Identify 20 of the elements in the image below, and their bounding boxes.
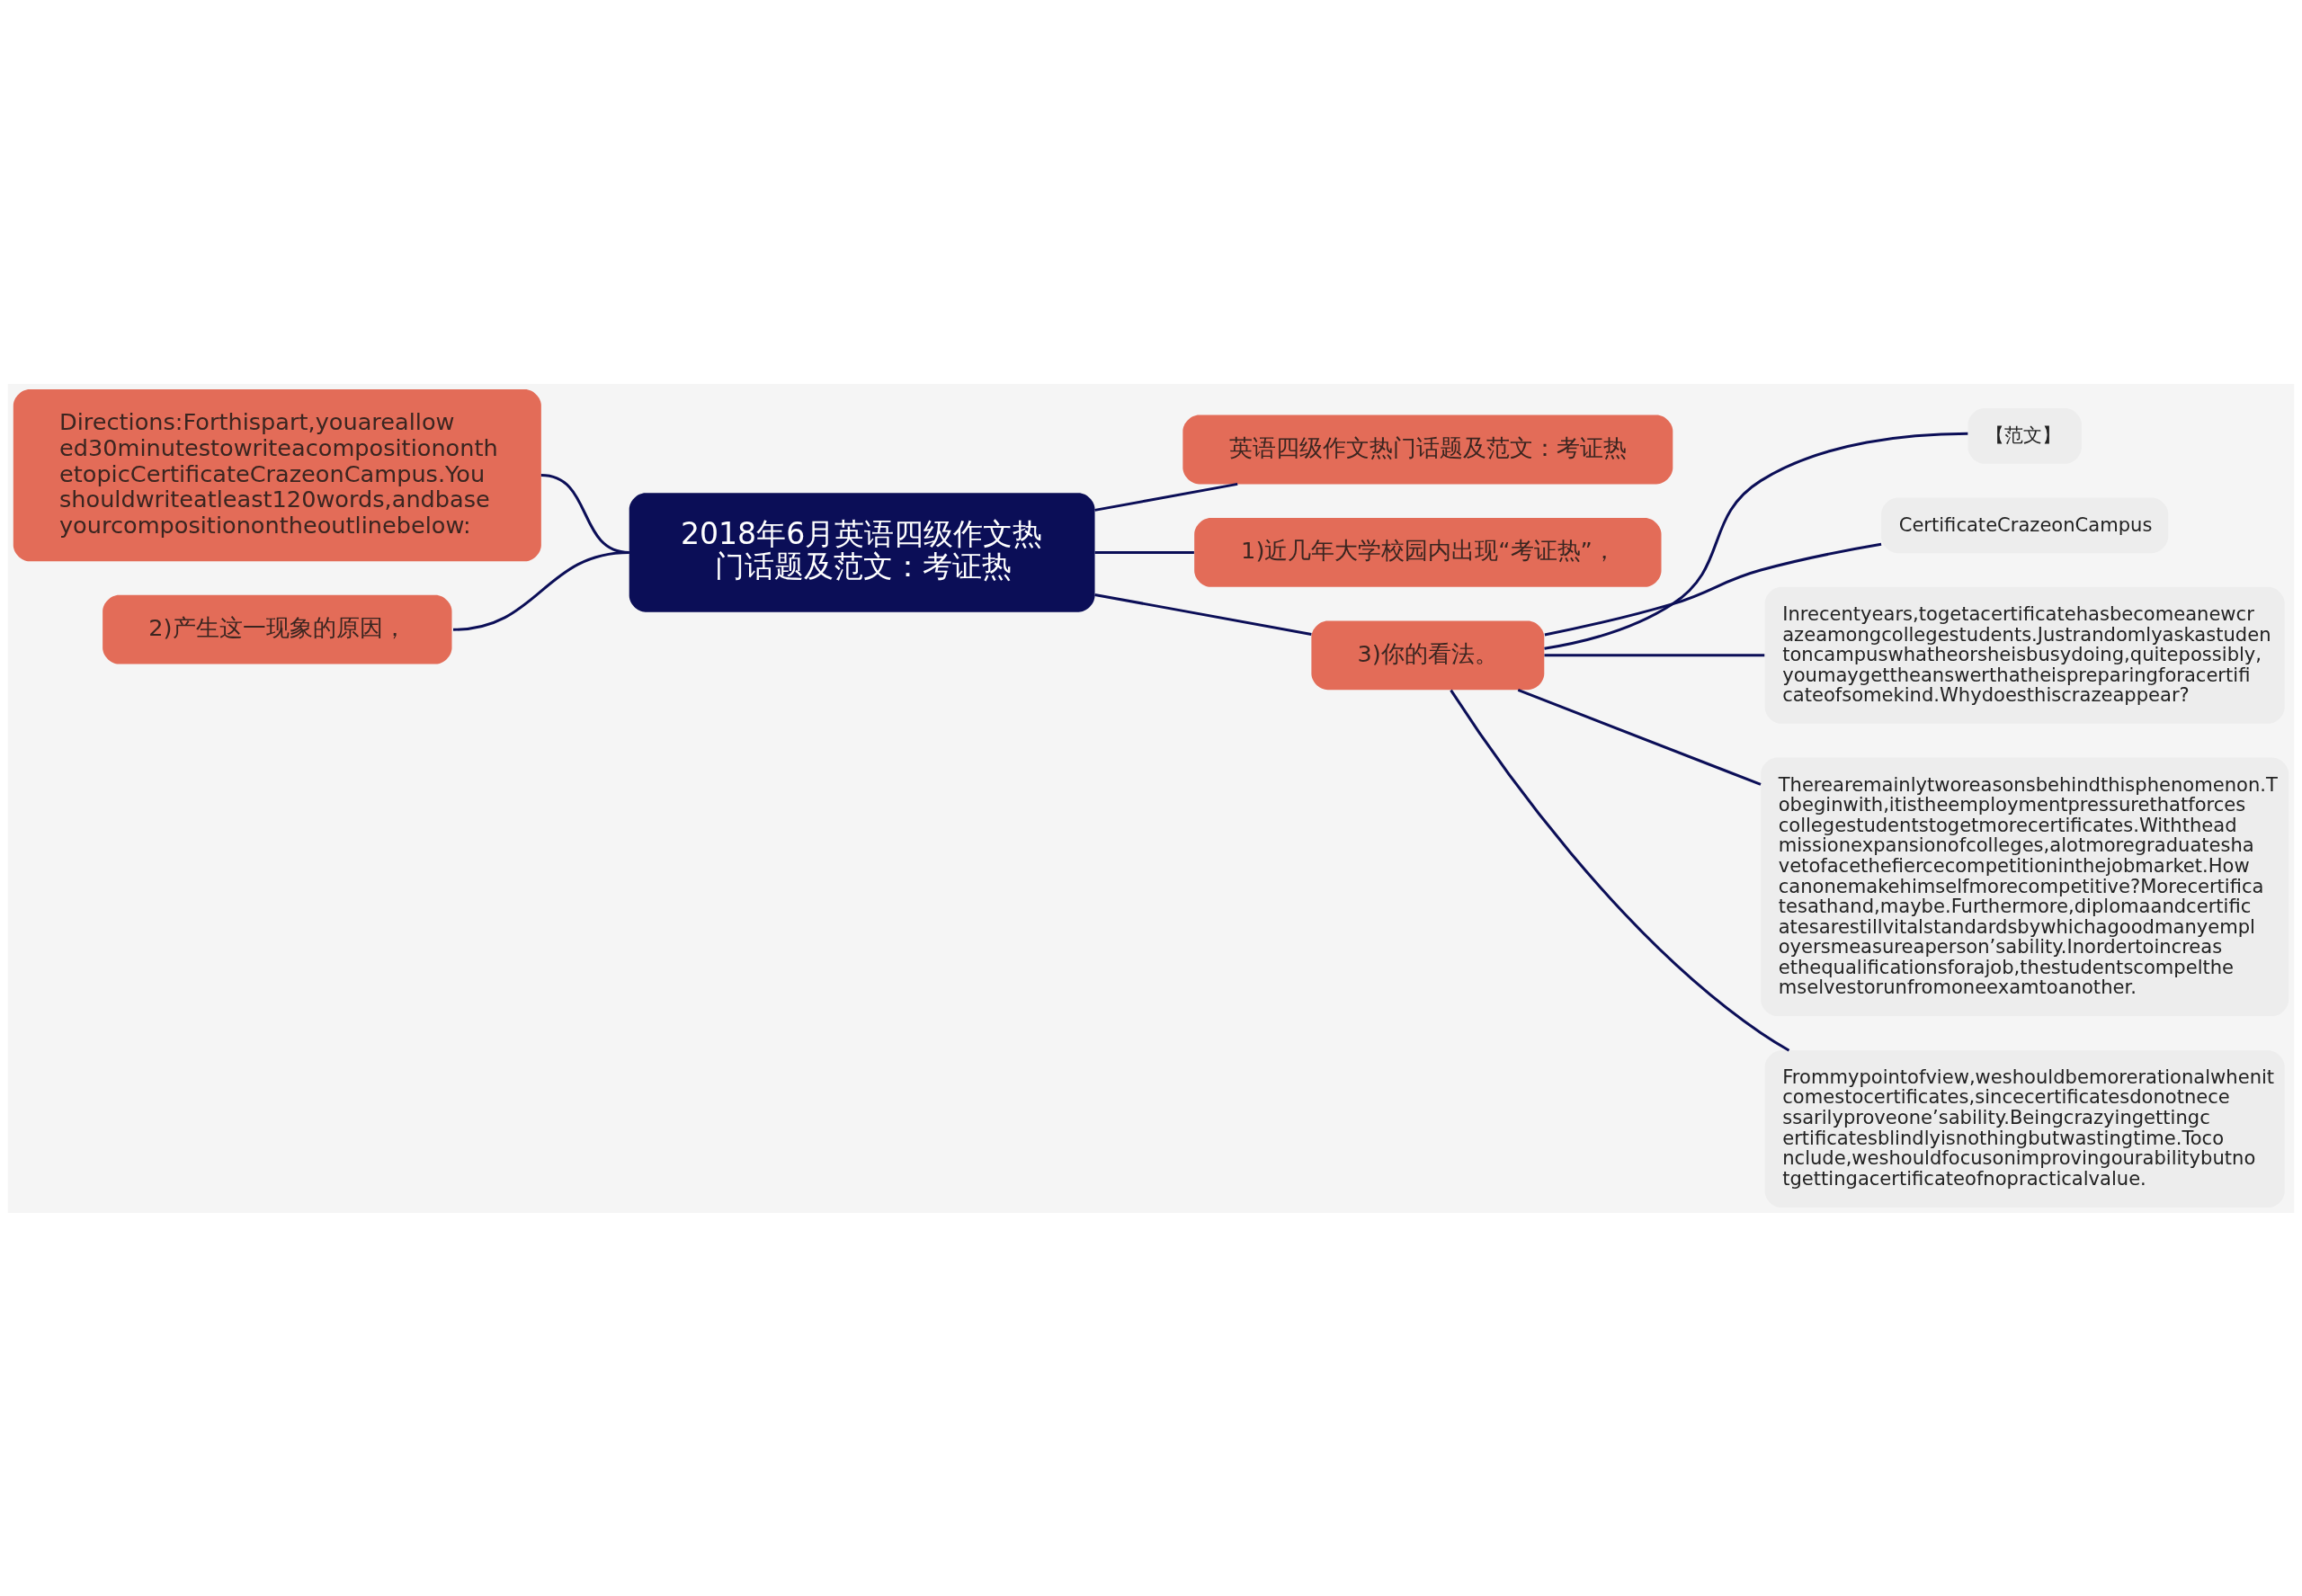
node-box: 2)产生这一现象的原因，: [103, 594, 452, 664]
node-box: CertificateCrazeonCampus: [1881, 496, 2169, 553]
node-box: Directions:Forthispart,youareallowed30minutestowriteacompositiononthetopicCertificateCrazeonCampus.Youshouldwriteatleast120words,andbaseyourcompositionontheoutlinebelow:: [13, 388, 541, 561]
connector: [1094, 550, 1194, 554]
connector: [1450, 689, 1790, 1052]
connector: [1094, 593, 1312, 636]
node-box: Therearemainlytworeasonsbehindthisphenomenon.Tobeginwith,itistheemploymentpressurethatforcescollegestudentstogetmorecertificates.Withtheadmissionexpansionofcolleges,alotmoregraduateshavetofacethefiercecompetitioninthejobmarket.Howcanonemakehimselfmorecompetitive?Morecertificatesathand,maybe.Furthermore,diplomaandcertificatesarestillvitalstandardsbywhichagoodmanyemployersmeasureaperson’sability.Inordertoincreasethequalificationsforajob,thestudentscompelthemselvestorunfromoneexamtoanother.: [1761, 756, 2289, 1016]
node-box: 1)近几年大学校园内出现“考证热”，: [1194, 517, 1662, 587]
connector: [1544, 542, 1882, 636]
node-box: 英语四级作文热门话题及范文：考证热: [1182, 415, 1673, 484]
node-box: Inrecentyears,togetacertificatehasbecomeanewcrazeamongcollegestudents.Justrandomlyaskastudentoncampuswhatheorsheisbusydoing,quitepossibly,youmaygettheanswerthatheispreparingforacertificateofsomekind.Whydoesthiscrazeappear?: [1764, 586, 2285, 724]
node-box: 【范文】: [1967, 407, 2082, 464]
node-box: 2018年6月英语四级作文热门话题及范文：考证热: [629, 492, 1095, 612]
connector: [452, 550, 629, 631]
connector: [1517, 688, 1762, 786]
connector: [1544, 432, 1968, 650]
node-box: 3)你的看法。: [1311, 620, 1545, 690]
node-box: Frommypointofview,weshouldbemorerationalwhenitcomestocertificates,sincecertificatesdonotnecessarilyproveone’sability.Beingcrazyingettingcertificatesblindlyisnothingbutwastingtime.Toconclude,weshouldfocusonimprovingourabilitybutnotgettingacertificateofnopracticalvalue.: [1764, 1049, 2285, 1208]
connector: [1094, 482, 1238, 512]
connector: [1544, 653, 1765, 656]
